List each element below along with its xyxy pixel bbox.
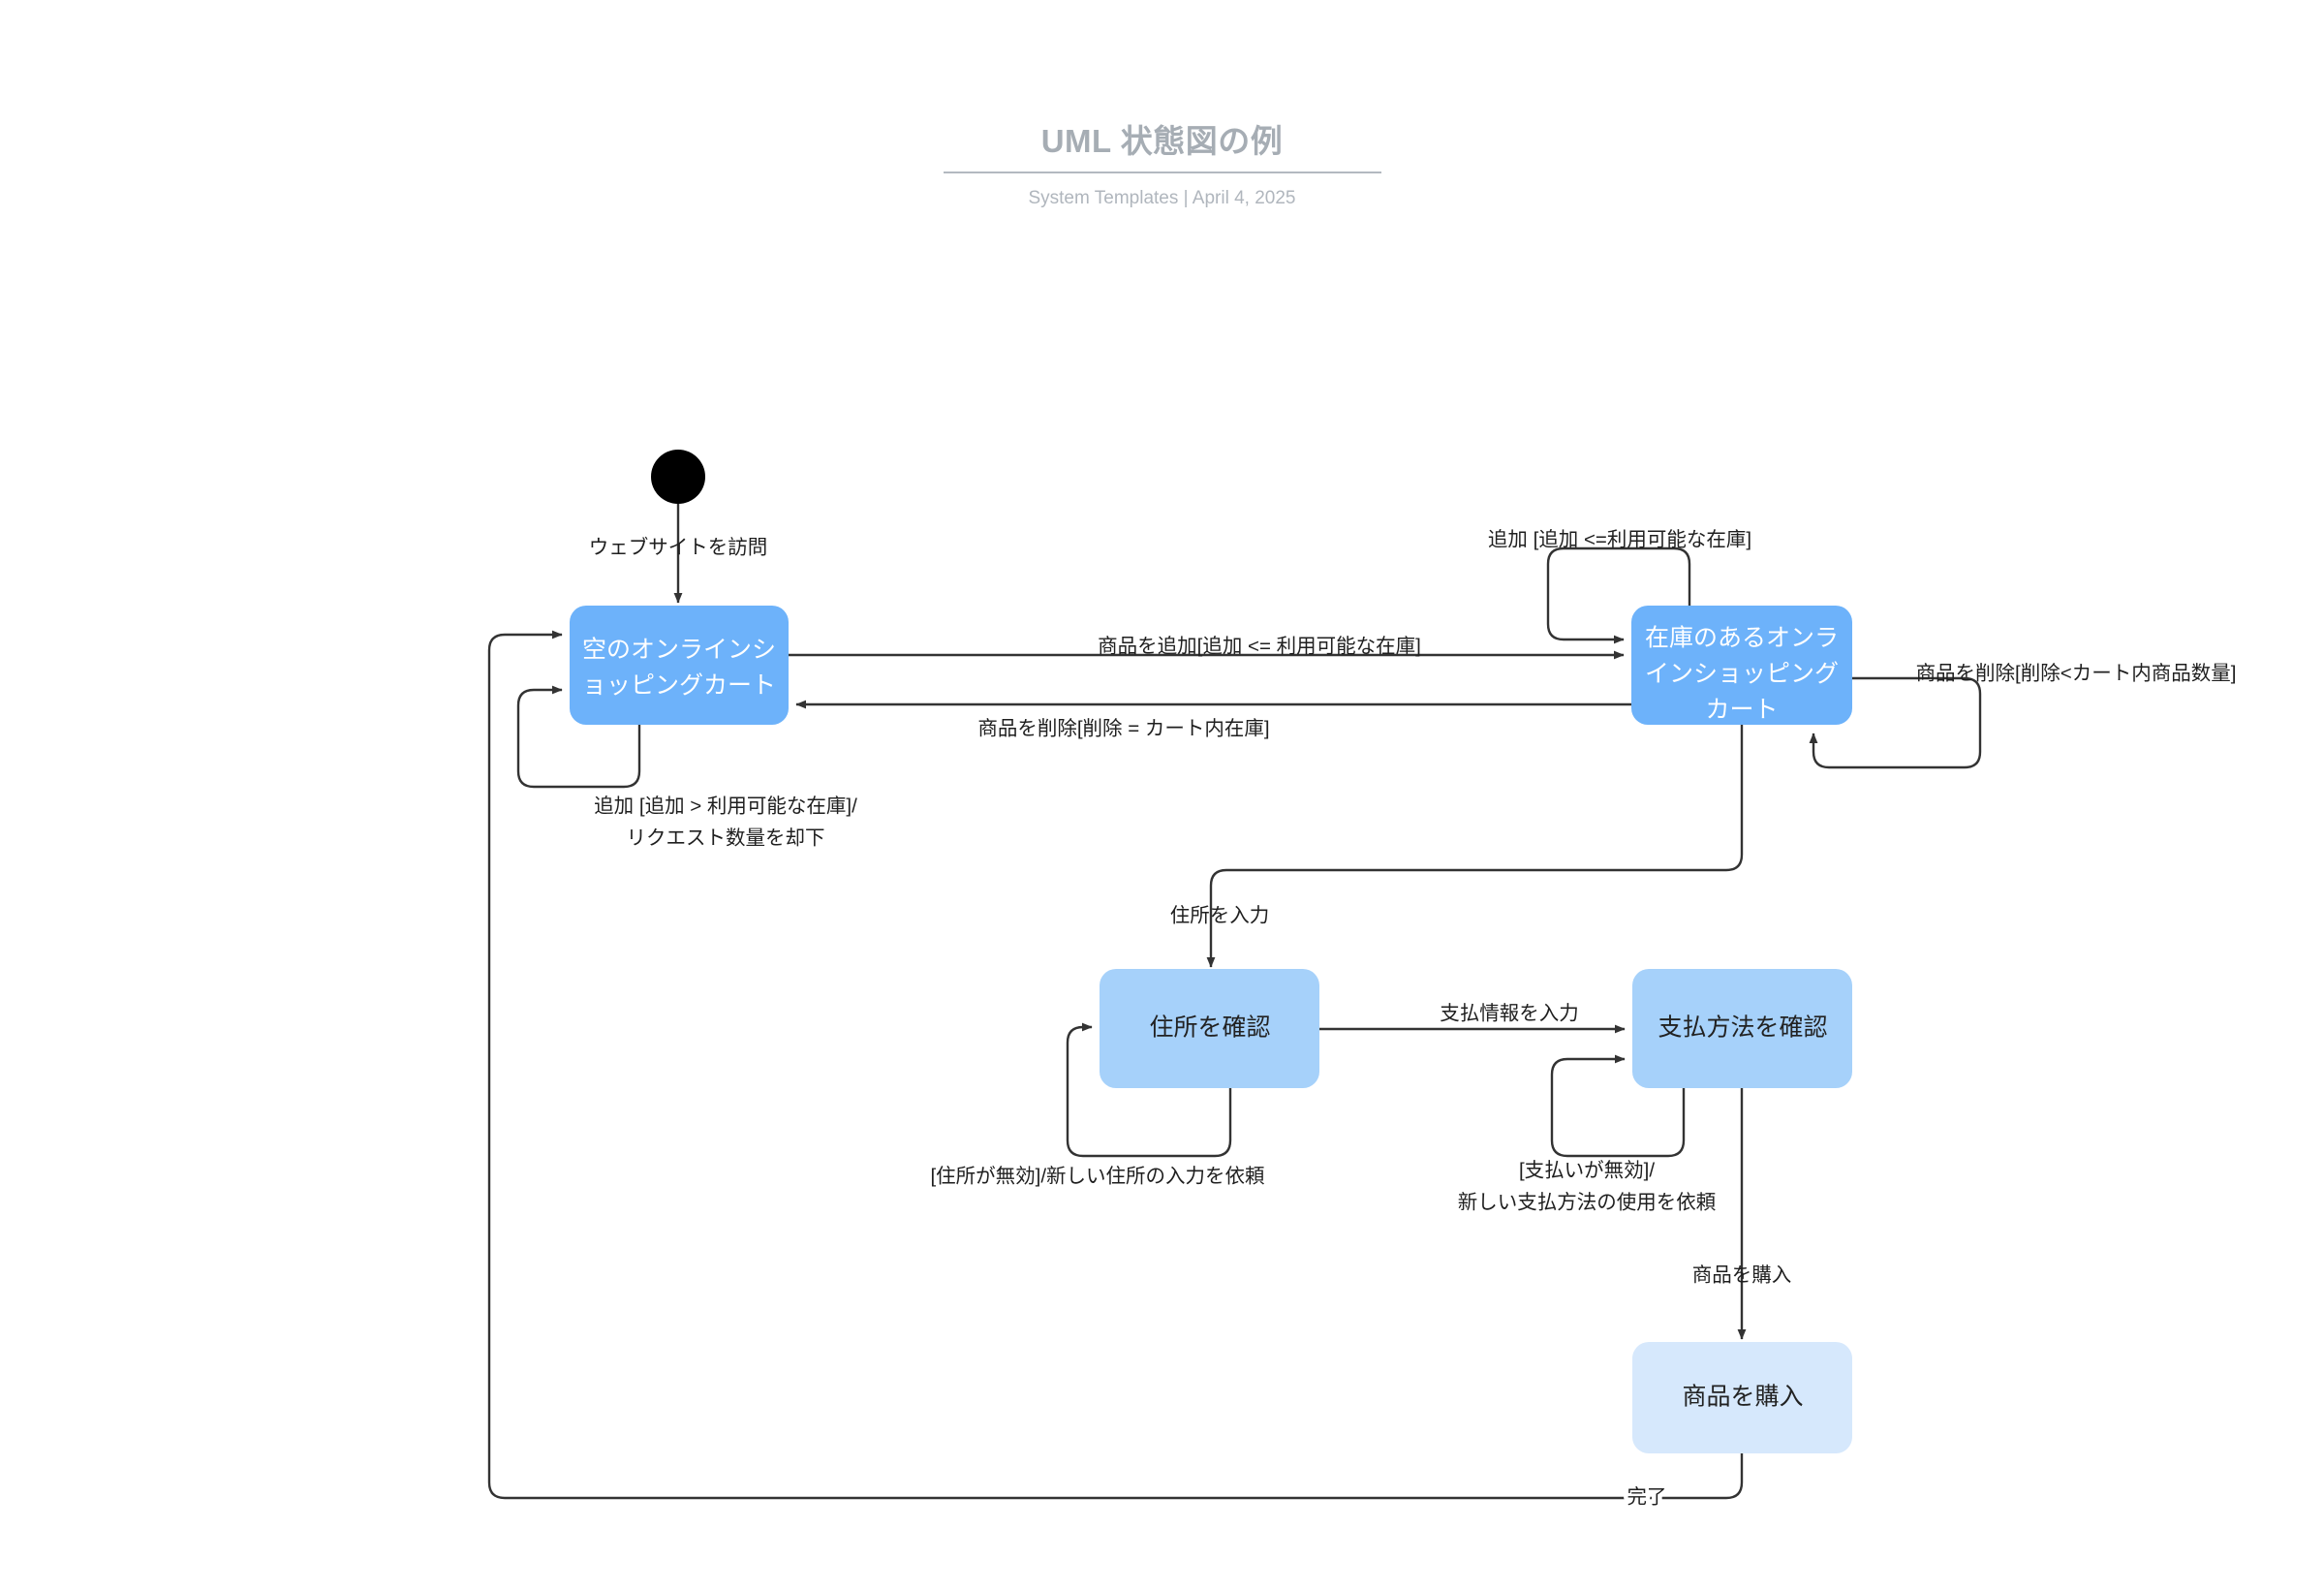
edge-label-empty-cart-self-loop-line-1: 追加 [追加 > 利用可能な在庫]/ xyxy=(594,795,857,817)
state-stocked-cart-label-line-1: 在庫のあるオンラ xyxy=(1645,625,1839,652)
state-verify-address[interactable] xyxy=(1100,969,1319,1088)
state-stocked-cart-label-line-2: インショッピング xyxy=(1645,661,1839,688)
state-verify-payment[interactable] xyxy=(1632,969,1852,1088)
edge-label-stocked-cart-remove-self-loop: 商品を削除[削除<カート内商品数量] xyxy=(1916,662,2237,684)
state-purchase-items-label: 商品を購入 xyxy=(1682,1384,1803,1411)
state-stocked-cart-label-line-3: カート xyxy=(1705,697,1778,724)
edge-stocked-cart-remove-self-loop xyxy=(1809,676,1982,769)
edge-label-remove-all-items: 商品を削除[削除 = カート内在庫] xyxy=(977,717,1269,739)
edge-label-stocked-cart-add-self-loop: 追加 [追加 <=利用可能な在庫] xyxy=(1488,528,1751,550)
edge-label-buy-items: 商品を購入 xyxy=(1692,1263,1792,1286)
edge-label-empty-cart-self-loop-line-2: リクエスト数量を却下 xyxy=(627,827,825,849)
edge-label-enter-address: 住所を入力 xyxy=(1170,904,1270,926)
edge-address-invalid-self-loop xyxy=(1066,1022,1232,1158)
state-empty-cart-label-line-2: ョッピングカート xyxy=(582,672,776,700)
edge-label-enter-payment-info: 支払情報を入力 xyxy=(1440,1002,1579,1024)
state-empty-cart-label-line-1: 空のオンラインシ xyxy=(582,637,776,664)
edge-label-visit-website: ウェブサイトを訪問 xyxy=(589,535,768,558)
initial-state-node xyxy=(651,450,705,504)
edge-enter-address xyxy=(1206,725,1744,968)
edge-label-add-item: 商品を追加[追加 <= 利用可能な在庫] xyxy=(1098,635,1421,657)
edge-complete-return xyxy=(487,630,1744,1500)
state-verify-address-label: 住所を確認 xyxy=(1149,1014,1270,1042)
state-purchase-items[interactable] xyxy=(1632,1342,1852,1453)
edge-payment-invalid-self-loop xyxy=(1550,1054,1686,1158)
edge-empty-cart-self-loop xyxy=(516,685,641,789)
state-verify-payment-label: 支払方法を確認 xyxy=(1658,1014,1827,1042)
edge-label-payment-invalid-self-loop-line-1: [支払いが無効]/ xyxy=(1519,1159,1655,1181)
state-stocked-cart[interactable] xyxy=(1631,606,1852,725)
edge-label-address-invalid-self-loop: [住所が無効]/新しい住所の入力を依頼 xyxy=(930,1165,1265,1187)
edge-stocked-cart-add-self-loop xyxy=(1546,546,1691,644)
state-empty-cart[interactable] xyxy=(570,606,789,725)
edge-label-complete: 完了 xyxy=(1627,1485,1667,1508)
edge-label-payment-invalid-self-loop-line-2: 新しい支払方法の使用を依頼 xyxy=(1458,1191,1717,1213)
